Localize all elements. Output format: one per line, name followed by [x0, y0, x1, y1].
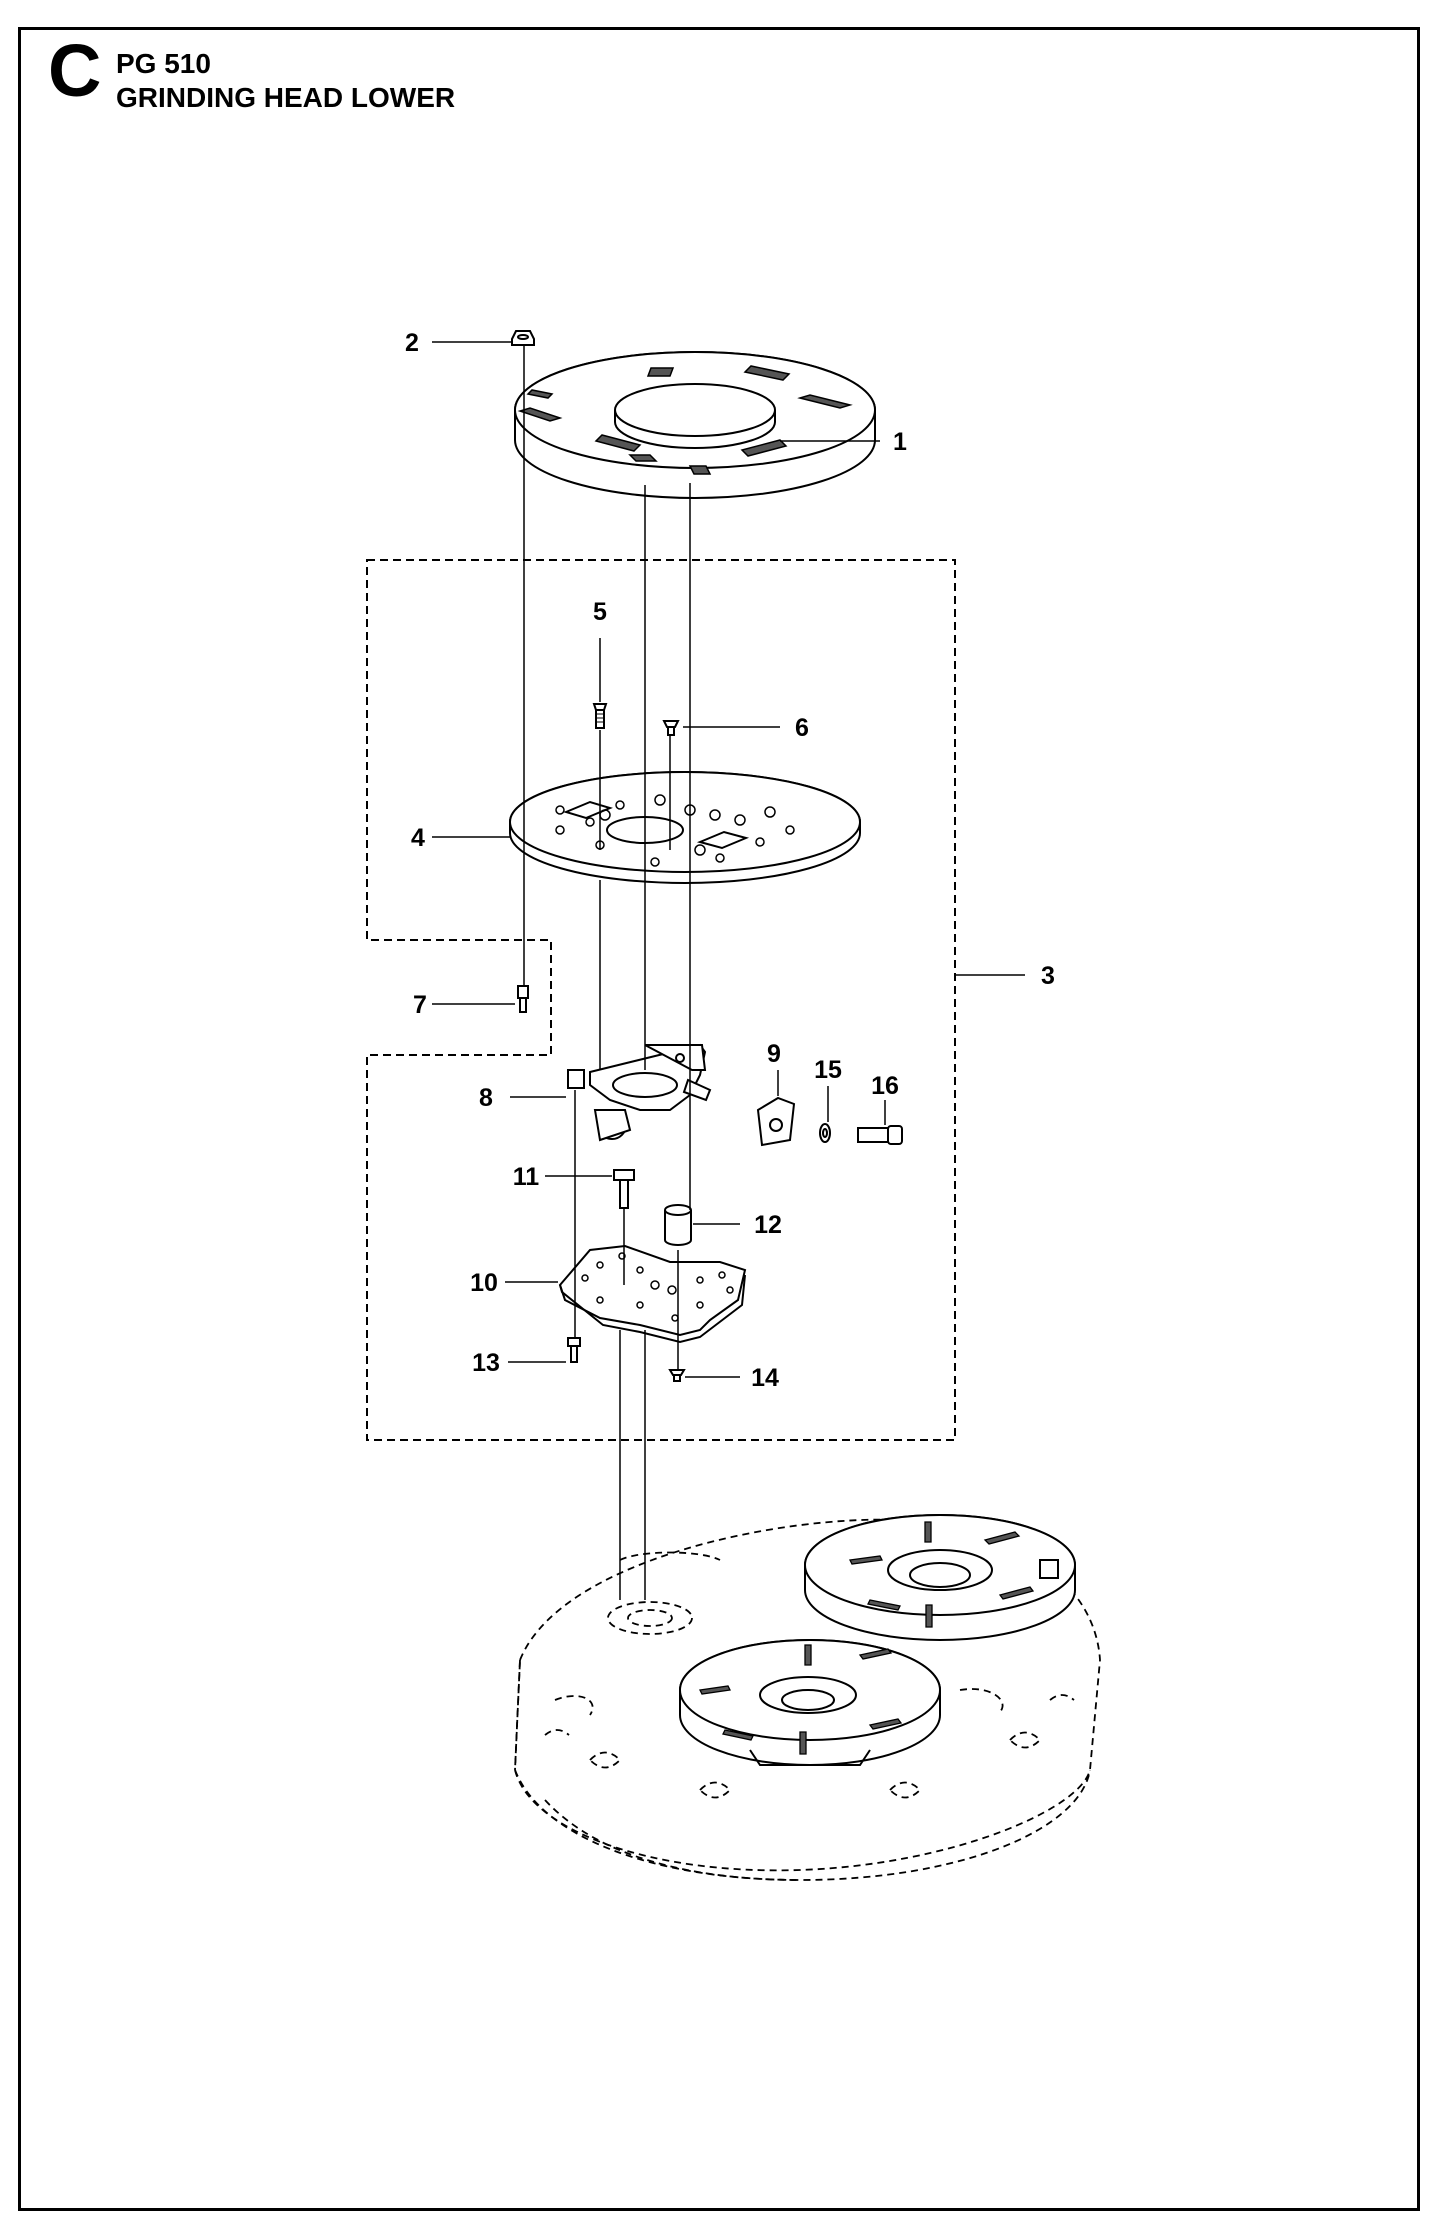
page-title: GRINDING HEAD LOWER — [116, 82, 456, 113]
callout-13: 13 — [472, 1349, 500, 1377]
page-code: PG 510 — [116, 48, 211, 79]
lower-plate — [558, 1244, 747, 1344]
callout-12: 12 — [754, 1211, 782, 1239]
bracket — [567, 1043, 712, 1142]
callout-16: 16 — [871, 1072, 899, 1100]
bolt-11 — [613, 1169, 635, 1209]
screw-16 — [857, 1125, 903, 1145]
screw-5 — [592, 703, 608, 729]
callout-5: 5 — [593, 598, 607, 626]
callout-6: 6 — [795, 714, 809, 742]
callout-10: 10 — [470, 1269, 498, 1297]
top-plate — [514, 351, 876, 499]
callout-8: 8 — [479, 1084, 493, 1112]
callout-15: 15 — [814, 1056, 842, 1084]
leader-lines — [432, 341, 1025, 1378]
callout-2: 2 — [405, 329, 419, 357]
callout-4: 4 — [411, 824, 425, 852]
callout-1: 1 — [893, 428, 907, 456]
nut — [511, 330, 535, 346]
middle-disc — [509, 771, 861, 884]
kit-boundary — [366, 559, 956, 1441]
block-9 — [756, 1096, 796, 1147]
spacer-12 — [664, 1204, 692, 1246]
callout-7: 7 — [413, 991, 427, 1019]
base-disc-front — [679, 1639, 941, 1766]
base-disc-rear — [804, 1514, 1076, 1641]
section-letter: C — [48, 29, 102, 112]
grinding-head-base — [514, 1518, 1101, 1881]
callout-9: 9 — [767, 1040, 781, 1068]
bolt-7 — [517, 985, 529, 1013]
bolt-13 — [567, 1337, 581, 1363]
screw-14 — [668, 1369, 686, 1382]
callout-3: 3 — [1041, 962, 1055, 990]
callout-11: 11 — [513, 1163, 540, 1191]
screw-6 — [662, 720, 680, 736]
page-frame — [18, 27, 1420, 2211]
callout-14: 14 — [751, 1364, 779, 1392]
washer-15 — [819, 1123, 831, 1143]
assembly-lines — [523, 345, 691, 1600]
callout-labels: 2 1 5 6 4 3 7 9 15 16 8 11 12 10 13 14 — [405, 329, 1055, 1392]
